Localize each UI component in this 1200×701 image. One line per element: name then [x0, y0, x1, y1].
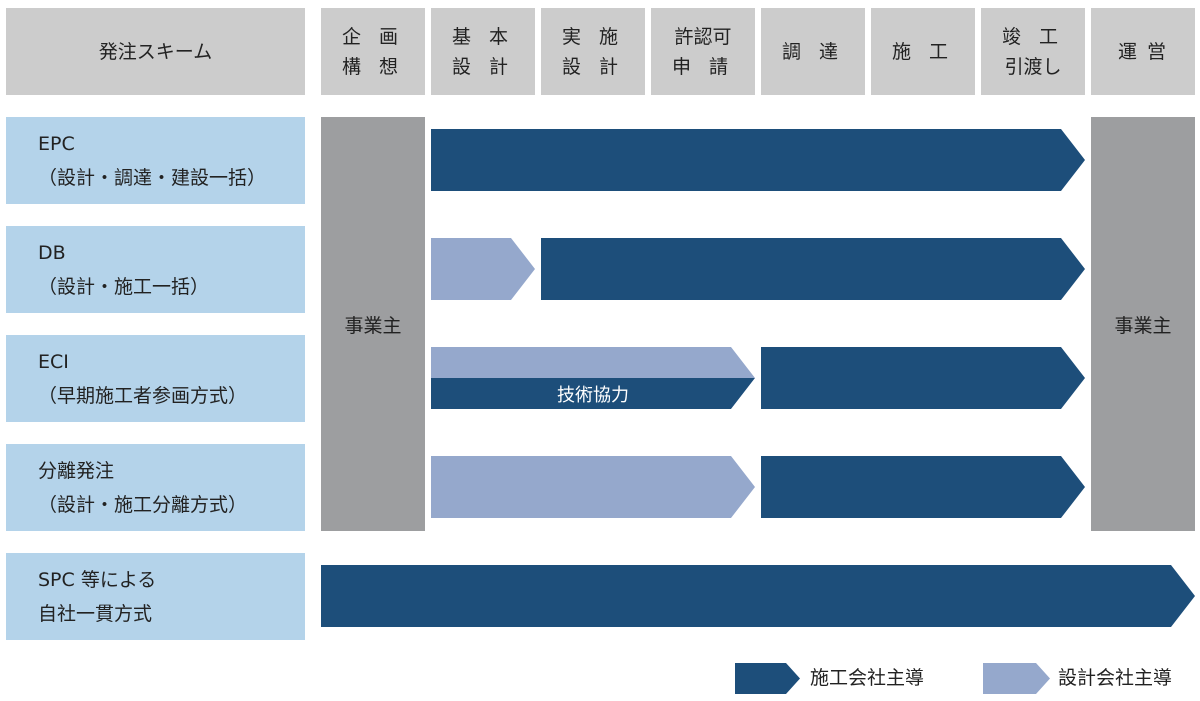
header-phase-planning: 企 画構 想 [321, 8, 425, 95]
row-desc: （設計・調達・建設一括） [38, 166, 267, 189]
phase-line: 実 施 [561, 25, 625, 48]
legend-designer-label: 設計会社主導 [1058, 667, 1173, 689]
row-label-db: DB （設計・施工一括） [6, 226, 305, 313]
header-phase-procurement: 調 達 [761, 8, 865, 95]
header-phase-basic-design: 基 本設 計 [431, 8, 535, 95]
owner-right: 事業主 [1091, 117, 1195, 531]
row-desc: （早期施工者参画方式） [38, 384, 248, 407]
spc-contractor-arrow [321, 565, 1195, 627]
phase-line: 調 達 [781, 40, 845, 63]
row-name: DB [38, 241, 66, 264]
header-phase-handover: 竣 工引渡し [981, 8, 1085, 95]
row-desc: 自社一貫方式 [38, 602, 153, 625]
row-label-spc: SPC 等による自社一貫方式 [6, 553, 305, 640]
phase-line: 申 請 [671, 55, 735, 78]
row-label-separate: 分離発注 （設計・施工分離方式） [6, 444, 305, 531]
row-desc: （設計・施工一括） [38, 275, 210, 298]
phase-line: 許認可 [674, 25, 732, 48]
separate-designer-arrow [431, 456, 755, 518]
row-name: 分離発注 [38, 459, 115, 482]
owner-left-label: 事業主 [344, 314, 402, 337]
eci-coop-label: 技術協力 [557, 384, 629, 406]
phase-line: 設 計 [451, 55, 515, 78]
header-phase-permit: 許認可申 請 [651, 8, 755, 95]
owner-left: 事業主 [321, 117, 425, 531]
row-desc: （設計・施工分離方式） [38, 493, 248, 516]
row-label-eci: ECI （早期施工者参画方式） [6, 335, 305, 422]
owner-right-label: 事業主 [1114, 314, 1172, 337]
db-contractor-arrow [541, 238, 1085, 300]
row-label-epc: EPC （設計・調達・建設一括） [6, 117, 305, 204]
phase-line: 施 工 [891, 40, 955, 63]
legend-designer-swatch [983, 663, 1050, 694]
phase-line: 設 計 [561, 55, 625, 78]
legend-contractor-swatch [735, 663, 800, 694]
row-name: SPC 等による [38, 568, 157, 591]
db-designer-arrow [431, 238, 535, 300]
separate-contractor-arrow [761, 456, 1085, 518]
eci-designer-arrow: 技術協力 [431, 347, 755, 409]
epc-contractor-arrow [431, 129, 1085, 191]
eci-contractor-arrow [761, 347, 1085, 409]
header-scheme: 発注スキーム [6, 8, 305, 95]
phase-line: 基 本 [451, 25, 515, 48]
phase-line: 引渡し [1004, 55, 1062, 78]
phase-line: 企 画 [341, 25, 405, 48]
row-name: EPC [38, 132, 75, 155]
row-name: ECI [38, 350, 69, 373]
header-phase-detailed-design: 実 施設 計 [541, 8, 645, 95]
header-phase-operation: 運 営 [1091, 8, 1195, 95]
header-phase-construction: 施 工 [871, 8, 975, 95]
phase-line: 構 想 [341, 55, 405, 78]
phase-line: 運 営 [1117, 40, 1169, 63]
legend-contractor-label: 施工会社主導 [810, 667, 925, 689]
phase-line: 竣 工 [1001, 25, 1065, 48]
header-scheme-label: 発注スキーム [98, 40, 213, 63]
